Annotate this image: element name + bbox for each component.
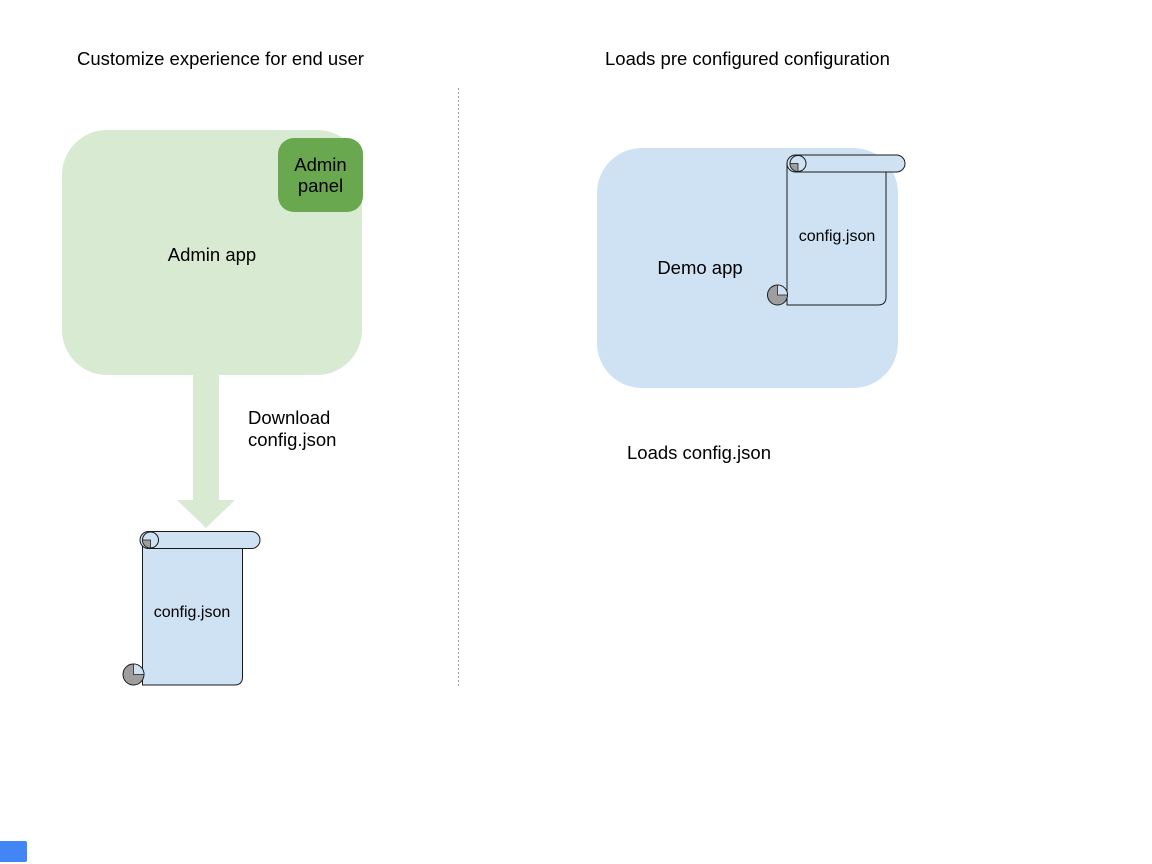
admin-panel-label: Admin panel xyxy=(294,154,347,196)
left-section-title: Customize experience for end user xyxy=(77,48,364,69)
download-caption-line2: config.json xyxy=(248,429,337,450)
scroll-top-roll xyxy=(786,154,906,173)
download-config-caption: Download config.json xyxy=(248,407,336,451)
admin-app-label: Admin app xyxy=(167,244,257,265)
scroll-bottom-curl-highlight xyxy=(133,663,145,675)
admin-panel-box: Admin panel xyxy=(278,138,363,212)
scroll-body xyxy=(142,539,243,686)
down-arrow-shape xyxy=(177,375,235,528)
right-section-title: Loads pre configured configuration xyxy=(605,48,890,69)
scroll-bottom-curl-highlight xyxy=(777,284,788,296)
section-divider-line xyxy=(458,88,459,687)
scroll-body xyxy=(786,163,887,306)
cropped-blue-shape xyxy=(0,841,27,862)
config-file-scroll-icon xyxy=(122,531,261,686)
config-file-scroll-icon xyxy=(767,154,906,306)
download-caption-line1: Download xyxy=(248,407,331,428)
config-file-label-left: config.json xyxy=(153,604,231,621)
scroll-top-roll xyxy=(139,531,261,549)
demo-app-label: Demo app xyxy=(657,257,743,278)
scroll-top-curl-shadow xyxy=(789,163,799,172)
config-file-label-right: config.json xyxy=(798,228,876,245)
scroll-top-curl-shadow xyxy=(142,539,151,549)
down-arrow-icon xyxy=(177,375,235,528)
loads-config-caption: Loads config.json xyxy=(627,442,771,463)
